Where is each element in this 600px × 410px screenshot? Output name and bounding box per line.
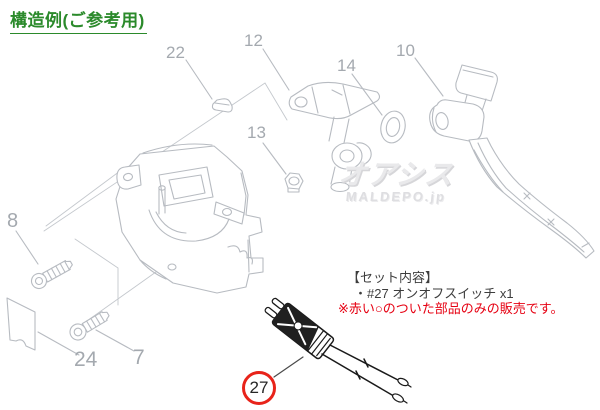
screw-8-part xyxy=(30,260,73,290)
part-label-13: 13 xyxy=(247,123,266,142)
nut-part xyxy=(284,172,304,193)
leader-lines xyxy=(15,48,444,356)
washer-part xyxy=(380,110,406,144)
label-sheet-part xyxy=(6,297,36,351)
part-label-14: 14 xyxy=(337,56,356,75)
part-label-22: 22 xyxy=(166,43,185,62)
part-label-24: 24 xyxy=(74,348,98,371)
lever-part xyxy=(429,64,595,259)
part-label-10: 10 xyxy=(396,41,415,60)
highlighted-part-badge: 27 xyxy=(242,371,276,405)
part-label-12: 12 xyxy=(244,31,263,50)
switch-wires xyxy=(321,344,412,404)
housing-part xyxy=(115,143,264,294)
note-warning: ※赤い○のついた部品のみの販売です。 xyxy=(338,301,564,316)
page-title: 構造例(ご参考用) xyxy=(10,11,147,34)
note-header: 【セット内容】 xyxy=(347,270,439,285)
part-label-8: 8 xyxy=(7,210,19,232)
screw-7-part xyxy=(69,311,110,341)
highlight-leader-line xyxy=(273,356,304,378)
onoff-switch-part xyxy=(264,297,412,404)
clip-part xyxy=(211,98,233,113)
note-item: ・#27 オンオフスイッチ x1 xyxy=(354,285,514,301)
set-contents-note: 【セット内容】 ・#27 オンオフスイッチ x1 ※赤い○のついた部品のみの販売… xyxy=(338,270,563,317)
part-label-7: 7 xyxy=(133,346,145,369)
trigger-assembly-part xyxy=(288,81,381,193)
highlighted-part-number: 27 xyxy=(249,378,269,397)
